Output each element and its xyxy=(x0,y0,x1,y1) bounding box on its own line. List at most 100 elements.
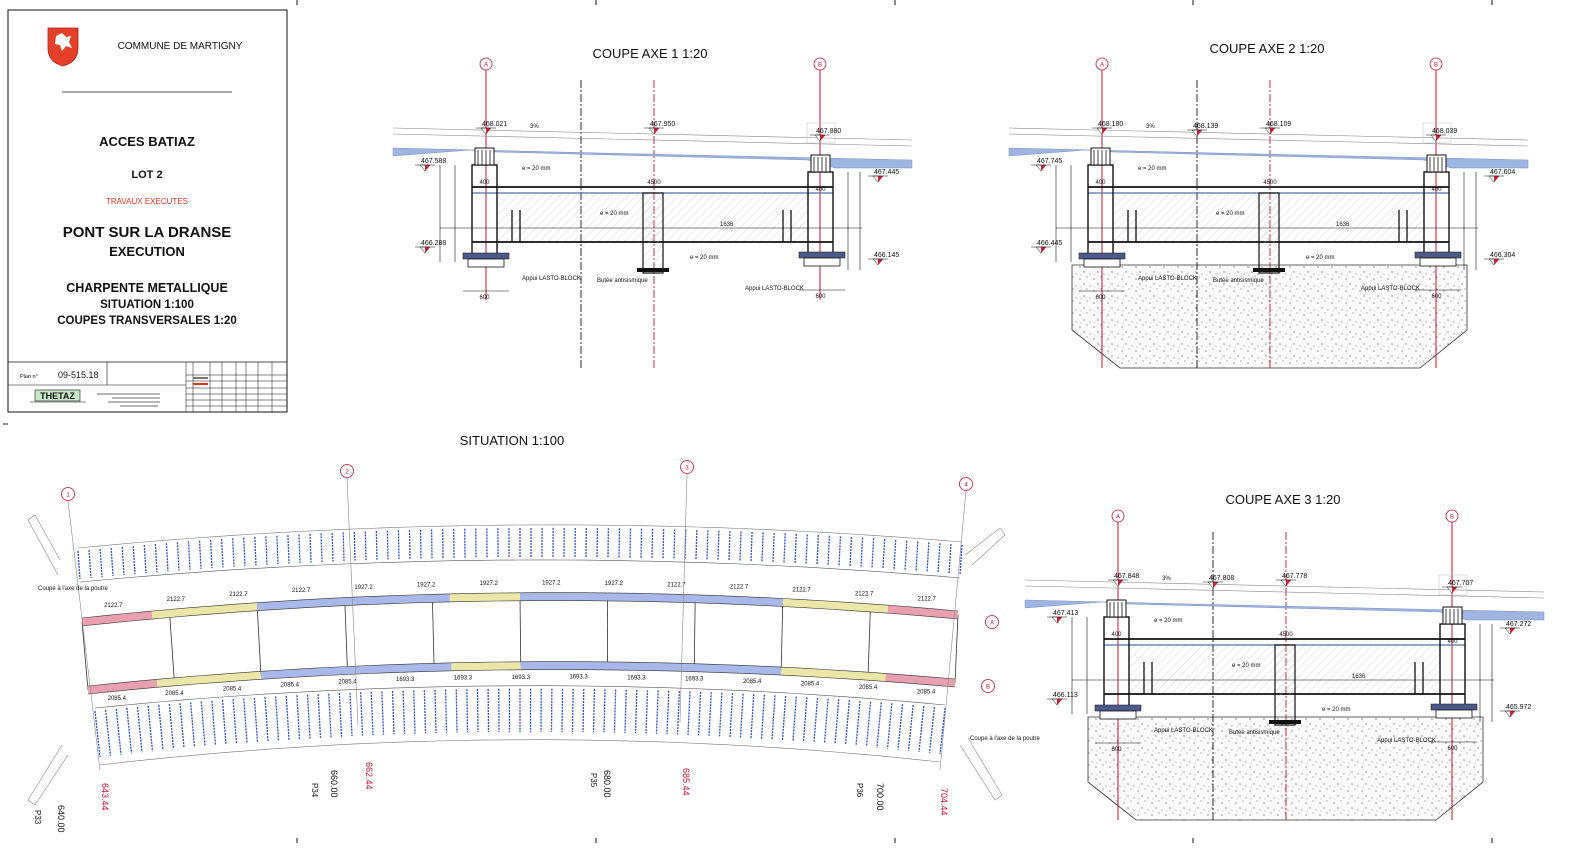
cross-beam xyxy=(867,607,871,677)
pier-width-dim: 400 xyxy=(479,180,490,186)
firm-logo-text: THETAZ xyxy=(40,391,75,401)
sheet-border-ticks xyxy=(3,0,1493,843)
rebar-label-mark xyxy=(645,690,649,734)
web-dim: 1636 xyxy=(1336,222,1350,228)
seismic-stop-note: Butée antisismique xyxy=(597,278,648,284)
axis-b-label: B xyxy=(1434,63,1438,69)
girder-b-segment xyxy=(607,661,782,676)
rebar-label-mark xyxy=(876,702,882,748)
girder-b-segment xyxy=(87,679,158,694)
rebar-label-mark xyxy=(359,692,364,736)
pier-axis-bubble xyxy=(340,464,354,478)
rebar-label-mark xyxy=(353,531,356,561)
deck-edge-north xyxy=(77,524,963,549)
rebar-label-mark xyxy=(434,689,437,734)
rebar-label-mark xyxy=(882,539,886,569)
girder-b-segment xyxy=(780,667,886,682)
girder-b-dimension: 2085.4 xyxy=(223,686,242,692)
phase-label: EXECUTION xyxy=(109,244,185,259)
rebar-label-mark xyxy=(254,536,257,566)
rebar-label-mark xyxy=(296,695,301,740)
girder-b-dimension: 2085.4 xyxy=(338,679,357,685)
scale-sections: COUPES TRANSVERSALES 1:20 xyxy=(57,315,237,327)
rebar-label-mark xyxy=(423,690,427,734)
girder-a-dimension: 2122.7 xyxy=(667,582,686,588)
elevation-label: 467.880 xyxy=(816,128,841,135)
elevation-label: 467.604 xyxy=(1490,169,1515,176)
rebar-label-mark xyxy=(760,694,766,739)
rebar-label-mark xyxy=(706,530,709,560)
elevation-label: 468.139 xyxy=(1193,123,1218,130)
section-title: COUPE AXE 3 1:20 xyxy=(1226,492,1341,507)
elevation-marker-fill xyxy=(878,176,883,182)
girder-a-segment xyxy=(607,592,784,607)
elevation-label: 466.304 xyxy=(1490,252,1515,259)
web-dim: 1636 xyxy=(1352,674,1366,680)
rebar-label-mark xyxy=(179,703,185,749)
cross-beam xyxy=(693,598,696,668)
deck-edge-south xyxy=(99,739,941,766)
pier-width-dim: 400 xyxy=(1447,639,1458,645)
elevation-marker-fill xyxy=(1041,247,1046,253)
girder-b-dimension: 1693.3 xyxy=(396,677,415,683)
girder-a-dimension: 1927.2 xyxy=(354,585,373,591)
pier-width-dim: 400 xyxy=(1111,632,1122,638)
elevation-label: 467.745 xyxy=(1037,158,1062,165)
abutment-wing xyxy=(964,527,1006,566)
right-railing-post xyxy=(810,154,831,173)
bearing-note: Appui LASTO-BLOCK xyxy=(745,286,804,292)
elevation-box xyxy=(806,122,836,144)
rebar-label-mark xyxy=(771,695,776,740)
rebar-label-mark xyxy=(937,543,941,574)
rebar-label-mark xyxy=(673,529,676,559)
rebar-label-mark xyxy=(317,694,322,738)
pile-label: P36 xyxy=(855,783,864,798)
rebar-label-mark xyxy=(264,697,269,742)
cross-beam xyxy=(81,621,89,691)
road-line xyxy=(1008,127,1529,141)
rebar-label-mark xyxy=(381,691,385,735)
rebar-label-mark xyxy=(662,529,665,559)
elevation-label: 467.848 xyxy=(1114,573,1139,580)
left-bearing-plate xyxy=(1078,252,1126,260)
right-bearing xyxy=(1435,709,1473,719)
rebar-label-mark xyxy=(176,542,180,571)
axis-a-label: A xyxy=(1100,63,1104,69)
elevation-marker-fill xyxy=(1197,130,1202,136)
rebar-label-mark xyxy=(834,699,840,745)
bearing-note: Appui LASTO-BLOCK xyxy=(522,276,581,282)
right-bearing xyxy=(1419,257,1457,267)
rebar-label-mark xyxy=(844,699,851,745)
plan-number: 09-515.18 xyxy=(58,370,99,380)
rebar-label-mark xyxy=(860,537,864,568)
girder-a-dimension: 2122.7 xyxy=(918,596,937,602)
rebar-label-mark xyxy=(221,539,224,568)
elevation-marker-fill xyxy=(1510,711,1515,717)
rebar-label-mark xyxy=(306,694,311,739)
plate-thickness-note: e = 20 mm xyxy=(600,211,629,217)
rebar-label-mark xyxy=(328,693,332,738)
station-red: 704.44 xyxy=(939,788,949,816)
revision-entry xyxy=(193,377,208,379)
rebar-label-mark xyxy=(408,529,411,559)
rebar-label-mark xyxy=(792,696,797,741)
rebar-label-mark xyxy=(739,531,742,562)
rebar-label-mark xyxy=(331,532,334,562)
girder-b-dimension: 2085.4 xyxy=(917,690,936,696)
plate-thickness-note: e = 20 mm xyxy=(690,255,719,261)
cross-beam xyxy=(256,606,262,676)
rebar-label-mark xyxy=(571,688,574,732)
rebar-label-mark xyxy=(718,692,723,737)
elevation-label: 467.808 xyxy=(1209,575,1234,582)
elevation-label: 468.109 xyxy=(1266,121,1291,128)
section-title: COUPE AXE 1 1:20 xyxy=(593,46,708,61)
abutment-wing xyxy=(959,737,1003,801)
rebar-label-mark xyxy=(802,697,808,742)
rebar-label-mark xyxy=(603,689,606,733)
bearing-width-dim: 600 xyxy=(1095,295,1106,301)
girder-a-segment xyxy=(887,605,959,619)
rebar-label-mark xyxy=(676,691,681,735)
pier-width-dim: 400 xyxy=(1431,187,1442,193)
rebar-label-mark xyxy=(320,533,323,562)
